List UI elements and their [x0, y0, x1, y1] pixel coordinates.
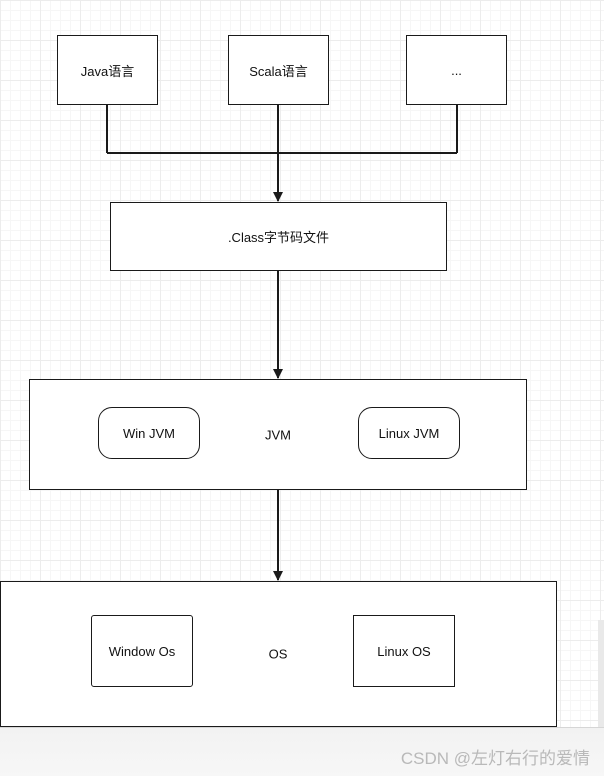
windows-os-label: Window Os — [108, 643, 176, 659]
linux-os-box: Linux OS — [353, 615, 455, 687]
linux-os-label: Linux OS — [377, 643, 431, 659]
java-language-box: Java语言 — [57, 35, 158, 105]
more-languages-label: ... — [451, 62, 462, 78]
right-edge-strip — [598, 620, 604, 727]
os-label: OS — [268, 646, 288, 662]
linux-jvm-box: Linux JVM — [358, 407, 460, 459]
java-language-label: Java语言 — [80, 63, 135, 79]
jvm-label: JVM — [265, 427, 291, 443]
scala-language-label: Scala语言 — [249, 63, 308, 79]
windows-os-box: Window Os — [91, 615, 193, 687]
win-jvm-box: Win JVM — [98, 407, 200, 459]
bytecode-label: .Class字节码文件 — [227, 230, 330, 245]
more-languages-box: ... — [406, 35, 507, 105]
footer-bar — [0, 727, 604, 776]
scala-language-box: Scala语言 — [228, 35, 329, 105]
linux-jvm-label: Linux JVM — [378, 425, 440, 441]
watermark-text: CSDN @左灯右行的爱情 — [400, 749, 590, 768]
bytecode-box: .Class字节码文件 — [110, 202, 447, 271]
win-jvm-label: Win JVM — [123, 425, 175, 441]
